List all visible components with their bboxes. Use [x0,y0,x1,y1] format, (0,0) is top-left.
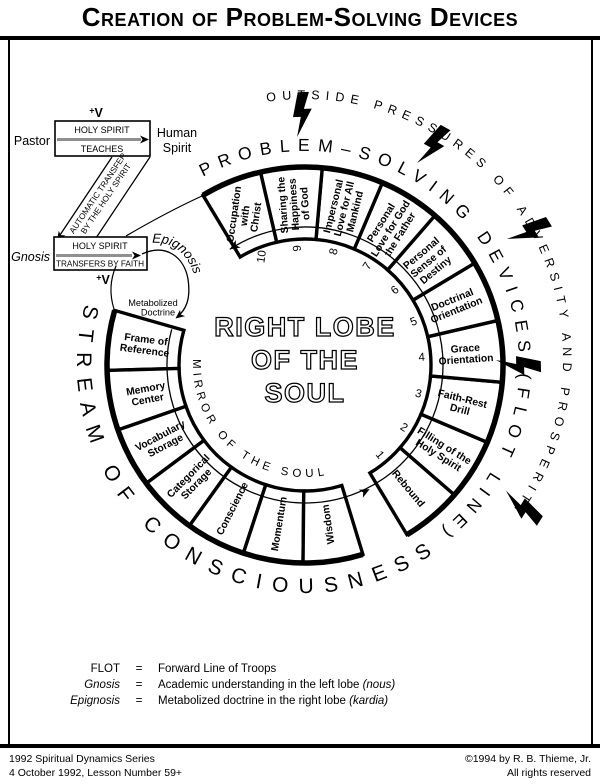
box1-line1: HOLY SPIRIT [74,125,130,135]
footer-left: 1992 Spiritual Dynamics Series 4 October… [9,753,182,780]
footer-copyright: ©1994 by R. B. Thieme, Jr. [464,753,591,765]
legend-definition-italic: (kardia) [349,694,389,707]
center-title-line: RIGHT LOBE [214,312,396,342]
psd-segment-number: 4 [418,352,426,364]
flow-arrow-into-rebound-icon [358,489,370,498]
legend-equals: = [135,678,143,691]
psd-segment-number: 1 [373,449,386,462]
legend-definition: Metabolized doctrine in the right lobe (… [158,694,520,710]
legend-definition-italic: (nous) [362,678,396,691]
legend-definition-text: Academic understanding in the left lobe [158,678,363,691]
legend-row-gnosis: Gnosis = Academic understanding in the l… [40,678,520,694]
epignosis-curve [141,249,190,318]
holy-spirit-transfers-box [53,236,148,271]
psd-segment-label: Sharing theHappinessof God [276,175,313,234]
box2-line2: TRANSFERS BY FAITH [56,260,144,269]
gnosis-label: Gnosis [11,250,50,264]
center-title-line: OF THE [251,345,359,375]
legend-row-flot: FLOT = Forward Line of Troops [40,662,520,678]
legend: FLOT = Forward Line of Troops Gnosis = A… [40,662,520,709]
title-divider [0,36,600,40]
psd-segment-number: 2 [398,421,410,435]
epignosis-arrowhead-icon [175,309,186,319]
plus-v-bottom-label: +V [96,273,110,288]
legend-definition-text: Metabolized doctrine in the right lobe [158,694,350,707]
stream-flow-arc [166,226,444,504]
footer-series: 1992 Spiritual Dynamics Series [9,753,155,765]
automatic-transfer-label: AUTOMATIC TRANSFERBY THE HOLY SPIRIT [67,151,136,241]
center-title-line: SOUL [264,378,345,408]
footer-lesson: 4 October 1992, Lesson Number 59+ [9,766,183,779]
legend-equals: = [135,694,143,707]
legend-definition: Academic understanding in the left lobe … [158,678,520,694]
connector-to-soul-ring [110,265,117,310]
lightning-bolt-icon [292,91,312,138]
footer-rights: All rights reserved [506,766,591,779]
legend-definition-text: Forward Line of Troops [158,663,277,675]
plus-v-top-label: +V [89,106,103,121]
lightning-bolt-icon [506,217,552,239]
psd-segment-number: 10 [255,249,269,263]
bottom-divider [0,744,600,748]
soul-outer-rim [104,309,364,566]
psd-segment-number: 6 [389,284,402,297]
footer-right: ©1994 by R. B. Thieme, Jr. All rights re… [465,753,591,780]
diagram-frame [8,38,593,745]
page-title: Creation of Problem-Solving Devices [81,2,519,32]
box1-line2: TEACHES [81,144,124,154]
epignosis-label: Epignosis [152,231,205,276]
teaches-arrowhead-icon [140,135,149,144]
legend-term: Epignosis [70,694,120,707]
lightning-bolt-icon [416,124,451,163]
psd-segment-label: ImpersonalLove for AllMankind [322,178,368,241]
connector-to-psd-ring [125,195,203,237]
transfers-arrowhead-icon [132,251,141,260]
lightning-bolt-icon [495,356,542,375]
psd-outer-rim [201,164,506,538]
legend-row-epignosis: Epignosis = Metabolized doctrine in the … [40,694,520,710]
human-spirit-label-line1: Human [157,126,197,140]
psd-segment-number: 5 [409,315,419,329]
legend-equals: = [135,663,143,675]
legend-term: Gnosis [84,678,120,691]
psd-segment-number: 9 [292,245,304,252]
band-left-edge [57,156,113,239]
box2-line1: HOLY SPIRIT [72,241,128,251]
psd-segment-number: 7 [361,260,375,272]
legend-term: FLOT [90,663,120,675]
lightning-bolt-icon [505,490,543,526]
flow-arrow-exit-icon [229,240,241,250]
human-spirit-label-line2: Spirit [163,141,192,155]
psd-segment-label: GraceOrientation [438,342,494,368]
band-right-edge [95,156,151,239]
psd-segment-number: 8 [328,247,341,256]
pastor-label: Pastor [14,134,50,148]
psd-segment-number: 3 [414,388,423,401]
legend-definition: Forward Line of Troops [158,662,520,678]
